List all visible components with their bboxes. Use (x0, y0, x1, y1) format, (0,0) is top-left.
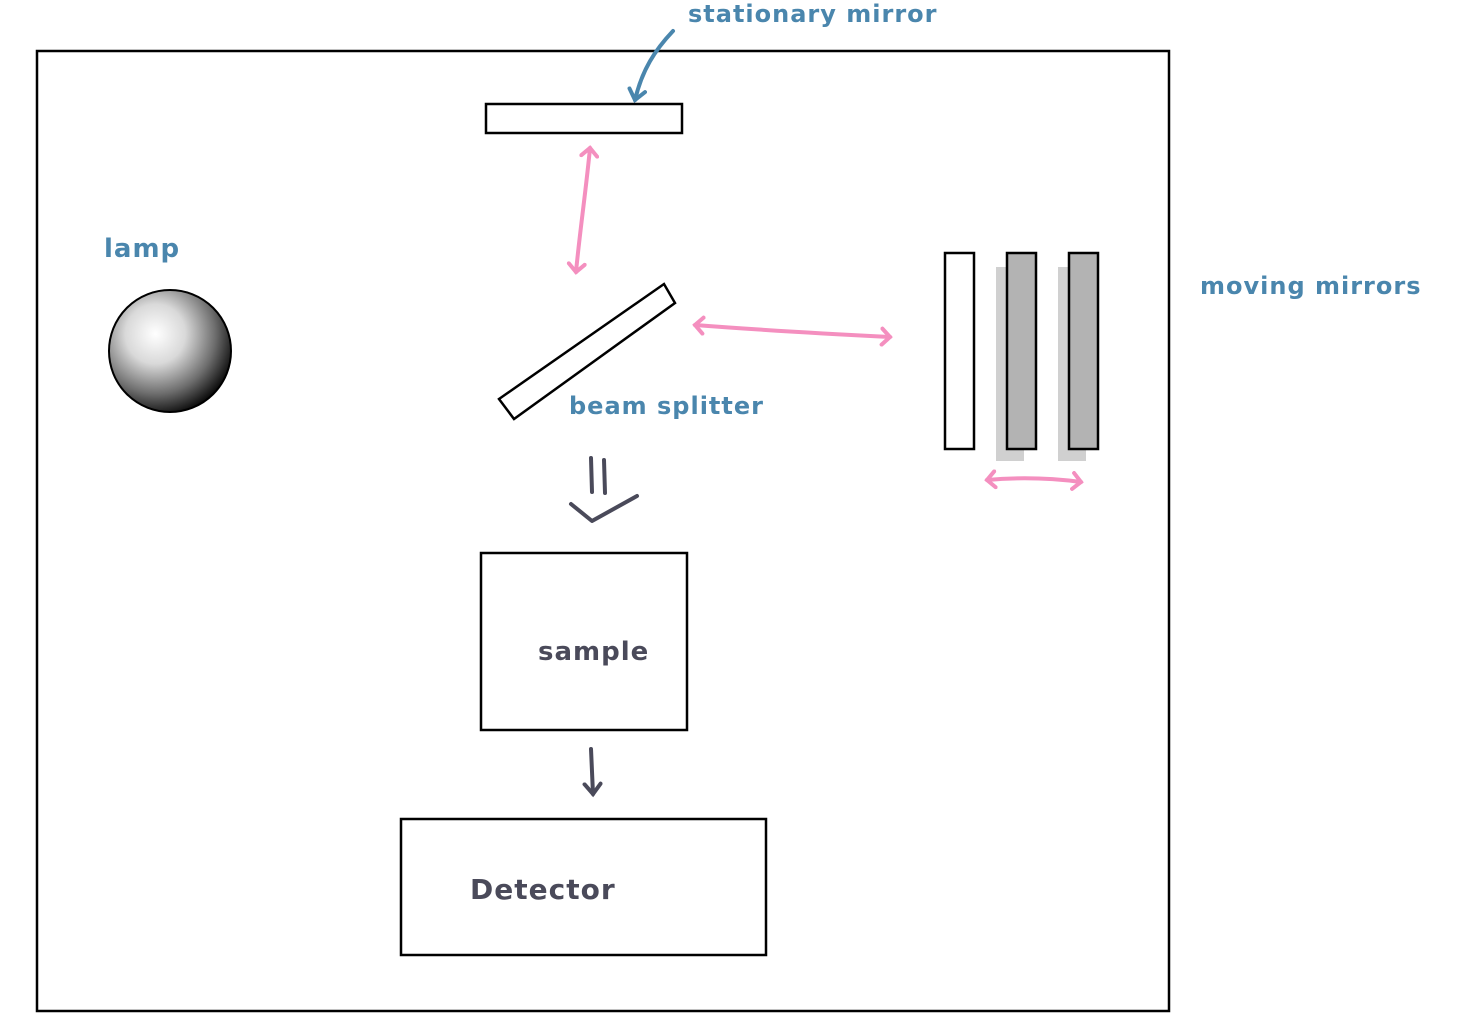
mirror-motion-arrow (984, 469, 1084, 491)
sample-label: sample (538, 637, 649, 667)
beam-splitter-label: beam splitter (569, 392, 764, 420)
stationary-mirror (484, 102, 684, 135)
stationary-beam-arrow (566, 145, 600, 275)
lamp-bulb (108, 289, 232, 413)
moving-beam-arrow (692, 315, 893, 347)
moving-mirror-gray-2 (1067, 251, 1100, 451)
detector-label: Detector (470, 873, 616, 906)
stationary-mirror-label: stationary mirror (688, 0, 938, 28)
moving-mirrors-label: moving mirrors (1200, 272, 1422, 300)
sample-box (479, 551, 689, 732)
moving-mirror-white (943, 251, 976, 451)
beam-splitter (497, 282, 677, 421)
sample-to-detector-arrow (582, 747, 603, 798)
detector-box (399, 817, 768, 957)
stationary-mirror-pointer-arrow (627, 29, 675, 104)
lamp-label: lamp (104, 234, 180, 264)
splitter-to-sample-arrow (569, 456, 639, 523)
moving-mirror-gray-1 (1005, 251, 1038, 451)
instrument-frame (35, 49, 1171, 1013)
